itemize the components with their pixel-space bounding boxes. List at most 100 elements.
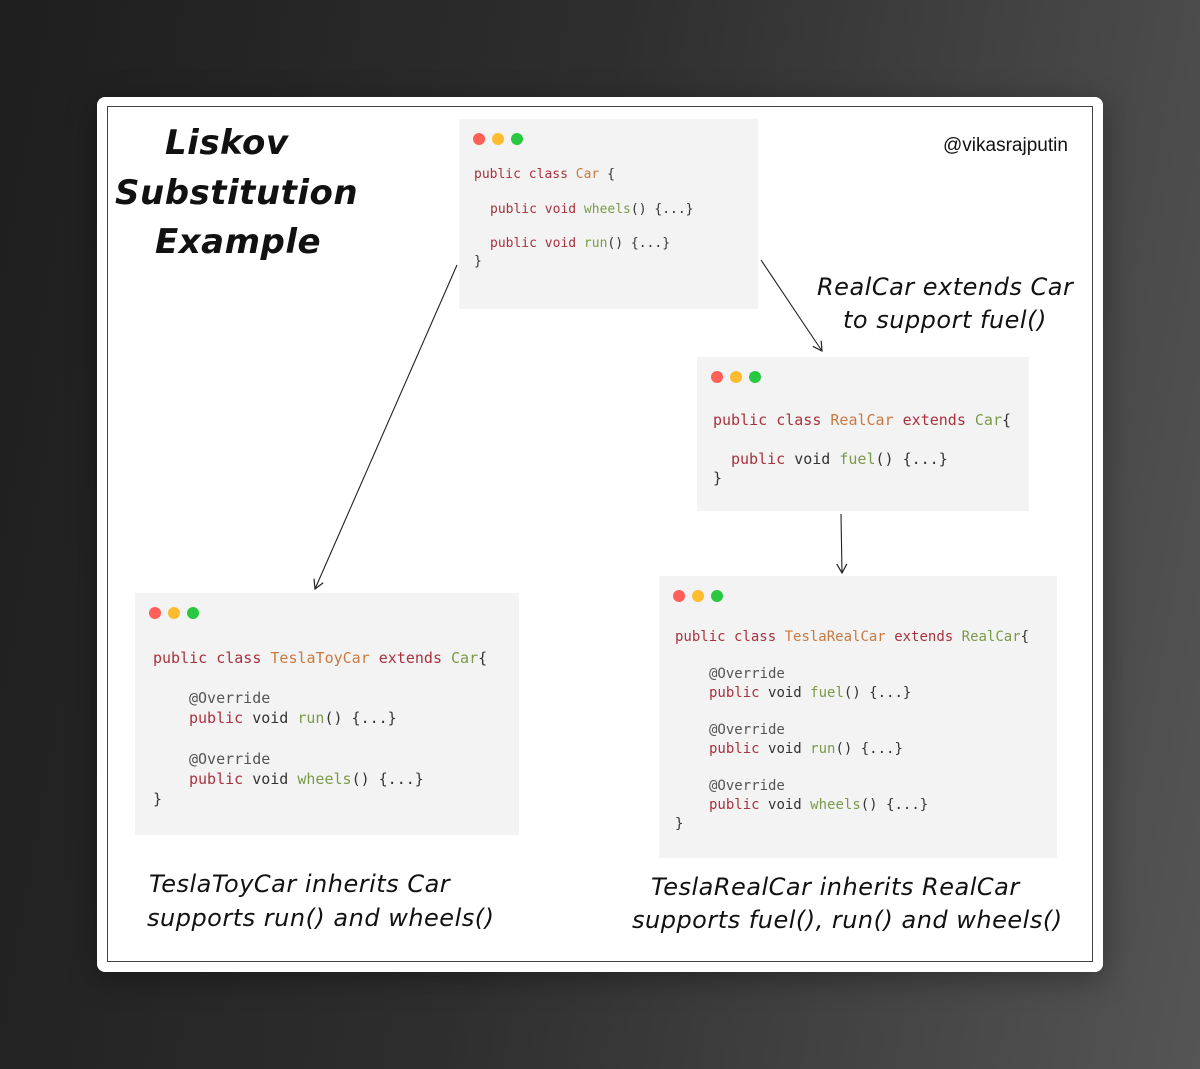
code-line: public void fuel() {...} [731, 450, 948, 468]
method-name: wheels [583, 202, 631, 217]
code-type: void [768, 741, 802, 757]
maximize-dot-icon [187, 607, 199, 619]
arrow-car-to-realcar [760, 259, 823, 353]
title-line-3: Example [155, 222, 322, 262]
realcar-note-line-1: RealCar extends Car [817, 273, 1074, 301]
title-line-2: Substitution [115, 173, 359, 213]
diagram-frame [107, 106, 1093, 962]
code-line: } [713, 469, 723, 487]
teslatoy-note-line-2: supports run() and wheels() [147, 904, 495, 932]
realcar-note-line-2: to support fuel() [843, 306, 1047, 334]
teslareal-note-line-2: supports fuel(), run() and wheels() [632, 906, 1063, 934]
keyword: public void [490, 236, 577, 251]
maximize-dot-icon [749, 371, 761, 383]
code-punct: () {...} [324, 709, 397, 727]
code-line: public void wheels() {...} [189, 770, 424, 788]
code-line: } [153, 790, 163, 808]
arrow-realcar-to-teslarealcar [836, 513, 848, 575]
code-punct: { [1002, 411, 1012, 429]
code-line: } [474, 254, 482, 269]
base-class-name: RealCar [961, 629, 1021, 645]
close-dot-icon [673, 590, 685, 602]
method-name: wheels [810, 797, 861, 813]
code-punct: () {...} [843, 685, 912, 701]
keyword: public [189, 770, 244, 788]
code-line: } [675, 816, 684, 832]
author-handle: @vikasrajputin [943, 135, 1068, 156]
window-controls [473, 133, 523, 145]
close-dot-icon [711, 371, 723, 383]
code-punct: () {...} [835, 741, 903, 757]
class-name: Car [575, 167, 600, 182]
code-type: void [768, 685, 802, 701]
keyword: public [731, 450, 786, 468]
keyword: public [709, 797, 760, 813]
title-line-1: Liskov [165, 123, 289, 163]
minimize-dot-icon [168, 607, 180, 619]
code-punct: () {...} [860, 797, 929, 813]
code-punct: () {...} [351, 770, 424, 788]
inheritance-arrows [313, 259, 848, 591]
code-line: public void run() {...} [709, 741, 903, 757]
close-dot-icon [149, 607, 161, 619]
override-annotation: @Override [709, 778, 785, 794]
code-punct: { [478, 649, 488, 667]
keyword: public class [713, 411, 822, 429]
maximize-dot-icon [711, 590, 723, 602]
keyword: public [709, 685, 760, 701]
arrow-car-to-teslatoycar [313, 264, 458, 591]
teslarealcar-class-code: public class TeslaRealCar extends RealCa… [659, 576, 1057, 858]
method-name: fuel [810, 685, 844, 701]
override-annotation: @Override [189, 750, 271, 768]
keyword: public [189, 709, 244, 727]
minimize-dot-icon [692, 590, 704, 602]
code-punct: () {...} [630, 202, 694, 217]
code-line: public void run() {...} [189, 709, 397, 727]
keyword: extends [378, 649, 442, 667]
override-annotation: @Override [709, 666, 785, 682]
class-name: RealCar [830, 411, 894, 429]
code-punct: { [599, 167, 615, 182]
method-name: run [583, 236, 608, 251]
minimize-dot-icon [730, 371, 742, 383]
code-type: void [768, 797, 802, 813]
code-line: public class RealCar extends Car{ [713, 411, 1011, 429]
window-controls [149, 607, 199, 619]
override-annotation: @Override [189, 689, 271, 707]
maximize-dot-icon [511, 133, 523, 145]
method-name: run [297, 709, 325, 727]
close-dot-icon [473, 133, 485, 145]
teslareal-note-line-1: TeslaRealCar inherits RealCar [651, 873, 1020, 901]
code-punct: () {...} [875, 450, 948, 468]
base-class-name: Car [974, 411, 1002, 429]
code-line: public void fuel() {...} [709, 685, 911, 701]
method-name: run [810, 741, 836, 757]
window-controls [673, 590, 723, 602]
code-line: public void wheels() {...} [490, 202, 694, 217]
keyword: class [528, 167, 568, 182]
keyword: public [709, 741, 760, 757]
minimize-dot-icon [492, 133, 504, 145]
code-line: public class TeslaRealCar extends RealCa… [675, 629, 1029, 645]
code-type: void [252, 709, 289, 727]
keyword: extends [902, 411, 966, 429]
keyword: public class [675, 629, 777, 645]
class-name: TeslaToyCar [270, 649, 370, 667]
car-class-code: public class Car { public void wheels() … [459, 119, 758, 309]
code-punct: { [1020, 629, 1030, 645]
keyword: public [474, 167, 521, 182]
base-class-name: Car [451, 649, 479, 667]
keyword: public class [153, 649, 262, 667]
method-name: fuel [839, 450, 876, 468]
diagram-card: Liskov Substitution Example @vikasrajput… [97, 97, 1103, 972]
teslatoy-note-line-1: TeslaToyCar inherits Car [149, 870, 451, 898]
keyword: public void [490, 202, 577, 217]
code-line: public class TeslaToyCar extends Car{ [153, 649, 487, 667]
method-name: wheels [297, 770, 352, 788]
teslatoycar-class-code: public class TeslaToyCar extends Car{ @O… [135, 593, 519, 835]
override-annotation: @Override [709, 722, 785, 738]
code-line: public void wheels() {...} [709, 797, 928, 813]
code-type: void [794, 450, 831, 468]
realcar-class-code: public class RealCar extends Car{ public… [697, 357, 1029, 511]
code-line: public class Car { [474, 167, 615, 182]
